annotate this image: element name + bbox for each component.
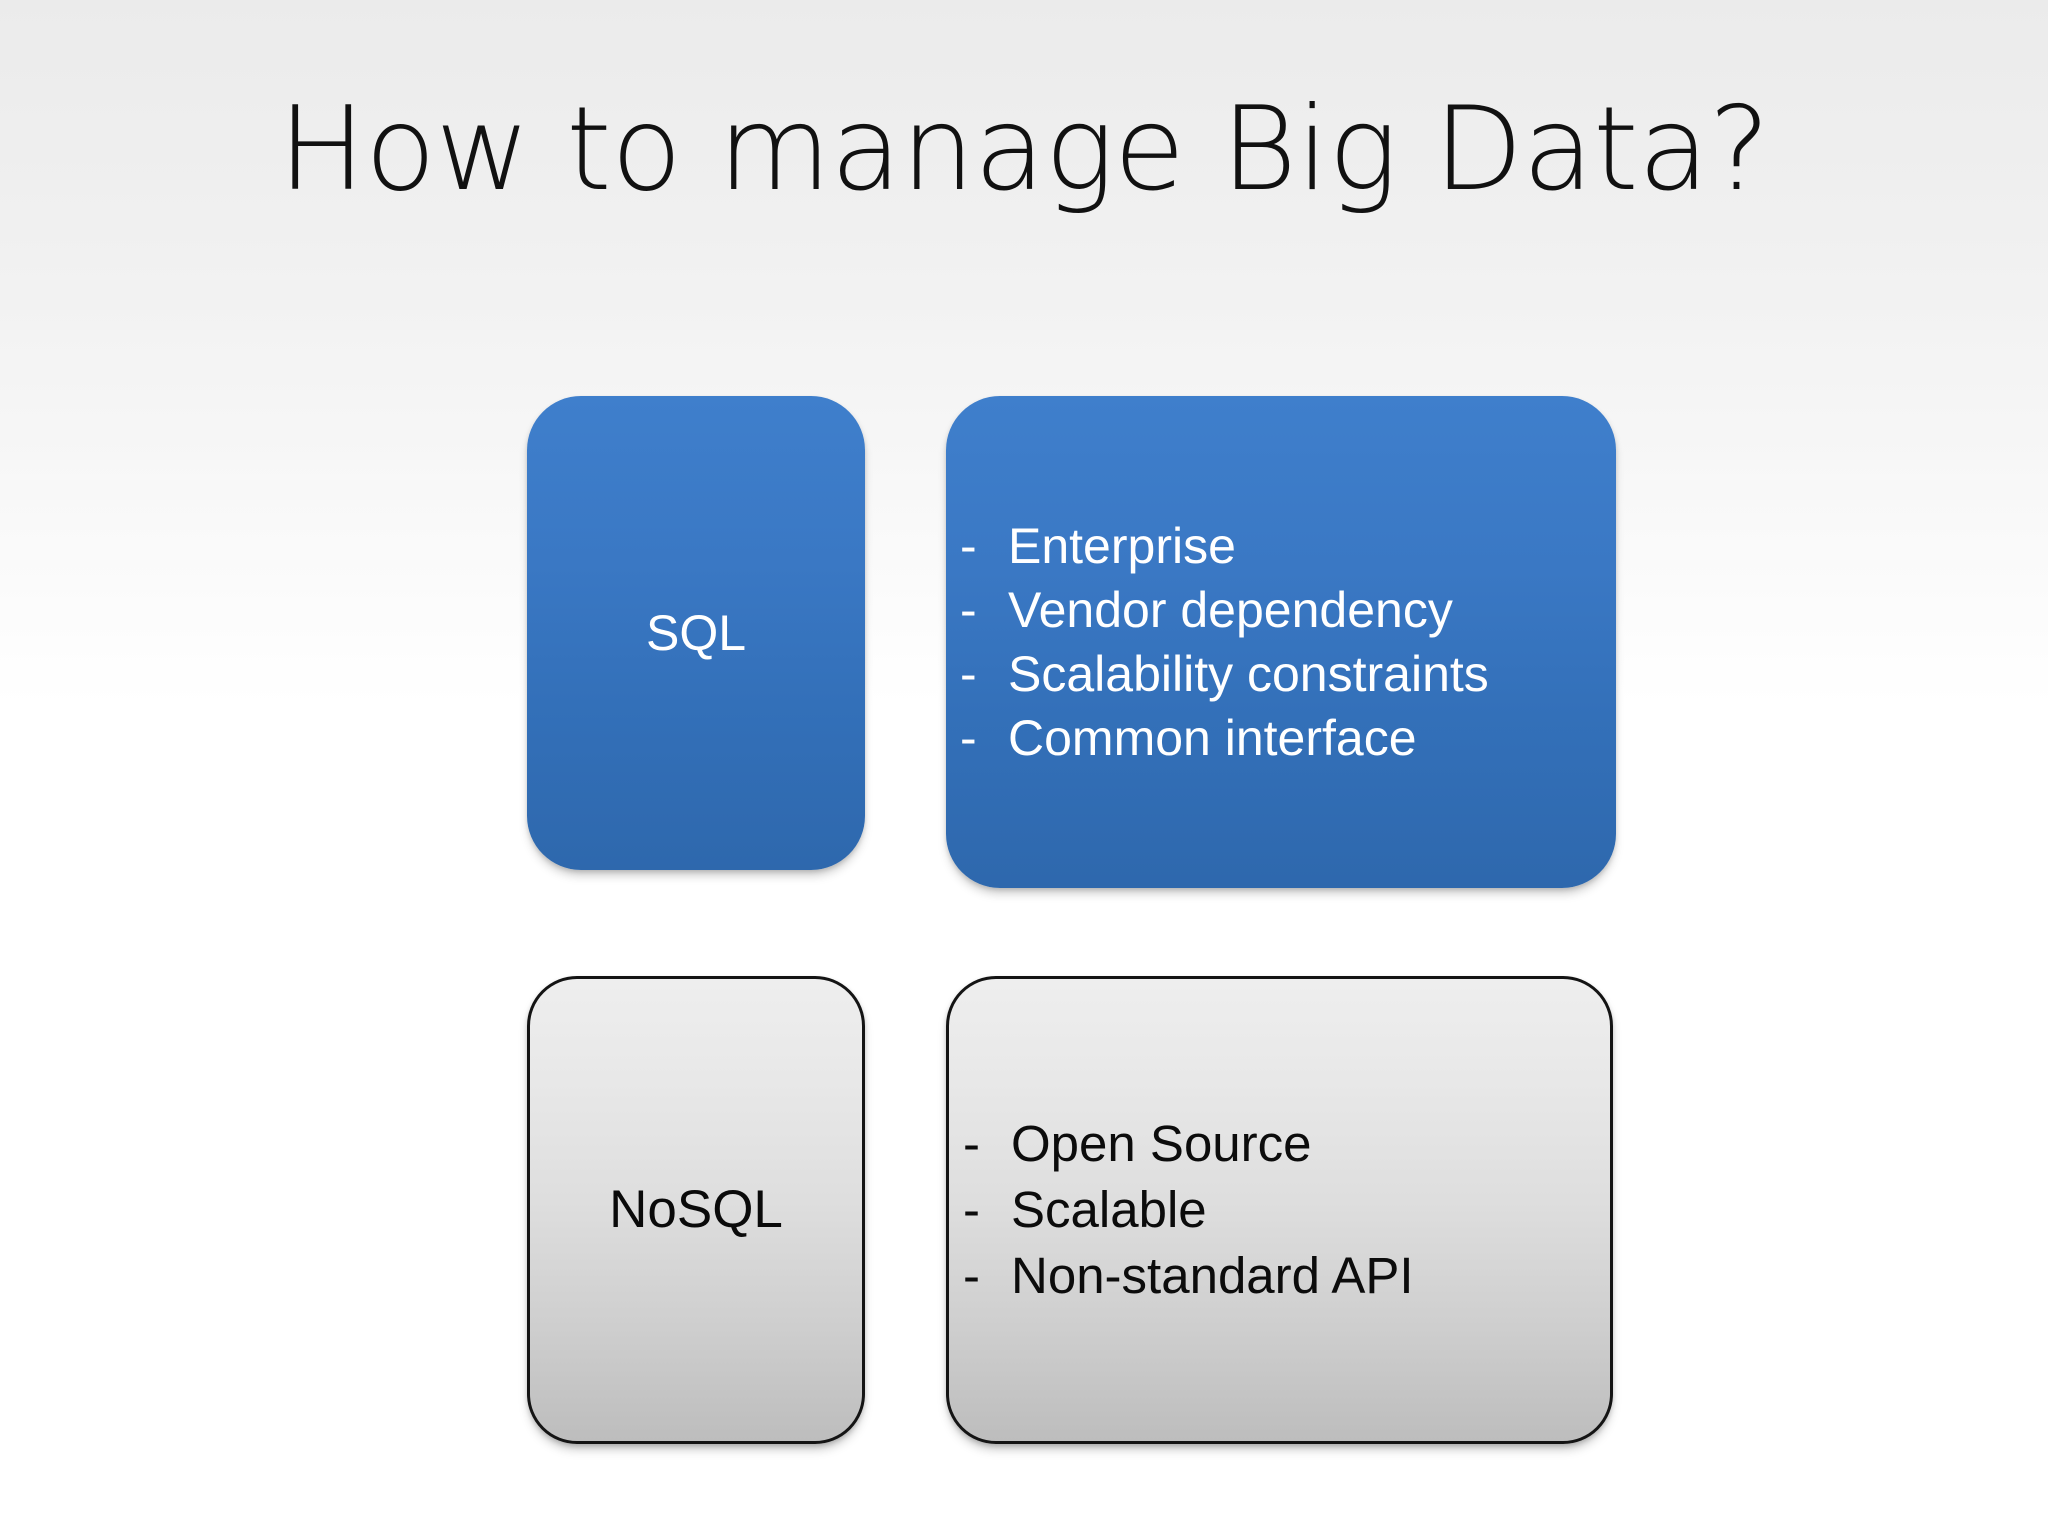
nosql-details-card[interactable]: - Open Source - Scalable - Non-standard … <box>946 976 1613 1444</box>
bullet-dash-icon: - <box>960 582 977 638</box>
list-item-label: Vendor dependency <box>1008 582 1453 638</box>
list-item-label: Scalable <box>1011 1180 1207 1238</box>
bullet-dash-icon: - <box>960 646 977 702</box>
list-item: - Vendor dependency <box>946 578 1616 642</box>
bullet-dash-icon: - <box>960 710 977 766</box>
list-item-label: Open Source <box>1011 1114 1312 1172</box>
list-item: - Enterprise <box>946 514 1616 578</box>
page-title: How to manage Big Data? <box>278 82 1770 217</box>
bullet-dash-icon: - <box>963 1247 980 1305</box>
list-item-label: Non-standard API <box>1011 1247 1414 1305</box>
bullet-dash-icon: - <box>963 1114 980 1172</box>
nosql-card-label: NoSQL <box>609 1179 783 1239</box>
bullet-dash-icon: - <box>963 1180 980 1238</box>
list-item: - Open Source <box>949 1111 1610 1177</box>
list-item: - Scalable <box>949 1177 1610 1243</box>
list-item-label: Enterprise <box>1008 518 1236 574</box>
bullet-dash-icon: - <box>960 518 977 574</box>
sql-card-label: SQL <box>645 604 747 661</box>
nosql-card[interactable]: NoSQL <box>527 976 865 1444</box>
sql-details-card[interactable]: - Enterprise - Vendor dependency - Scala… <box>946 396 1616 888</box>
list-item: - Non-standard API <box>949 1243 1610 1309</box>
list-item-label: Scalability constraints <box>1008 646 1489 702</box>
sql-card[interactable]: SQL <box>527 396 865 870</box>
sql-details-list: - Enterprise - Vendor dependency - Scala… <box>946 514 1616 770</box>
list-item: - Scalability constraints <box>946 642 1616 706</box>
nosql-details-list: - Open Source - Scalable - Non-standard … <box>949 1111 1610 1310</box>
list-item: - Common interface <box>946 706 1616 770</box>
list-item-label: Common interface <box>1008 710 1417 766</box>
